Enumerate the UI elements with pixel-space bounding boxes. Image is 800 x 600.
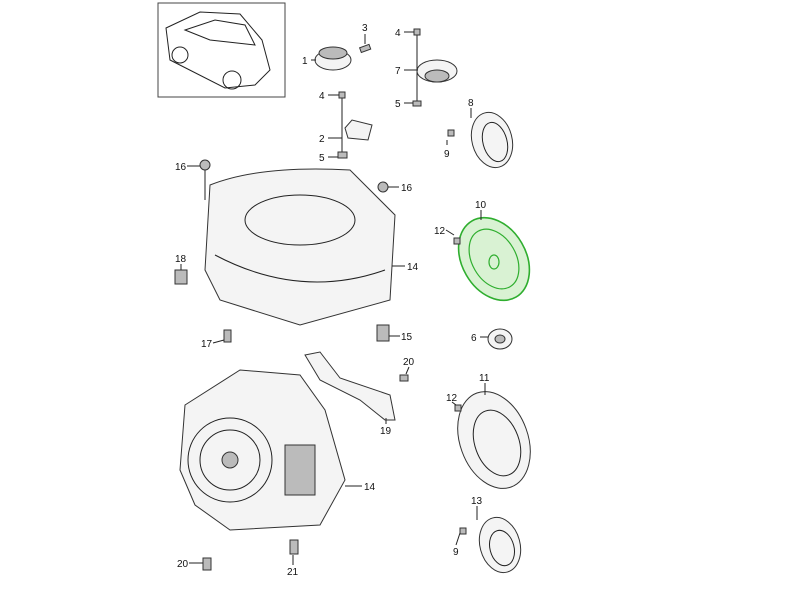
leader-lines — [180, 31, 488, 565]
callout-16b[interactable]: 16 — [401, 183, 413, 194]
callout-2[interactable]: 2 — [319, 134, 325, 145]
callout-11[interactable]: 11 — [479, 373, 490, 384]
callout-labels: 1 3 4 7 5 8 4 2 5 9 16 16 10 12 18 14 15… — [175, 23, 490, 578]
subwoofer-enclosure[interactable] — [174, 159, 396, 343]
part-11-speaker[interactable] — [445, 381, 543, 498]
callout-16[interactable]: 16 — [175, 162, 187, 173]
part-13-speaker[interactable] — [459, 513, 527, 577]
callout-17[interactable]: 17 — [201, 339, 213, 350]
subwoofer-amplifier[interactable] — [179, 369, 346, 571]
callout-7[interactable]: 7 — [395, 66, 401, 77]
callout-4b[interactable]: 4 — [319, 91, 325, 102]
part-8-speaker[interactable] — [447, 108, 519, 172]
part-2-module[interactable] — [337, 91, 373, 159]
callout-1[interactable]: 1 — [302, 56, 308, 67]
callout-21[interactable]: 21 — [287, 567, 299, 578]
callout-14[interactable]: 14 — [407, 262, 419, 273]
callout-9b[interactable]: 9 — [453, 547, 459, 558]
callout-6[interactable]: 6 — [471, 333, 477, 344]
part-10-speaker-highlighted[interactable] — [444, 205, 543, 313]
part-1-tweeter[interactable] — [314, 46, 352, 71]
part-3-clip[interactable] — [358, 43, 372, 54]
callout-18[interactable]: 18 — [175, 254, 187, 265]
callout-20[interactable]: 20 — [403, 357, 415, 368]
part-19-bracket[interactable] — [304, 351, 409, 421]
part-7-speaker[interactable] — [412, 28, 458, 107]
callout-4[interactable]: 4 — [395, 28, 401, 39]
callout-20b[interactable]: 20 — [177, 559, 189, 570]
callout-9[interactable]: 9 — [444, 149, 450, 160]
callout-19[interactable]: 19 — [380, 426, 392, 437]
callout-13[interactable]: 13 — [471, 496, 483, 507]
callout-14b[interactable]: 14 — [364, 482, 376, 493]
callout-8[interactable]: 8 — [468, 98, 474, 109]
callout-5b[interactable]: 5 — [319, 153, 325, 164]
part-6-tweeter[interactable] — [487, 328, 513, 350]
vehicle-thumbnail[interactable] — [157, 2, 286, 98]
callout-10[interactable]: 10 — [475, 200, 487, 211]
callout-5[interactable]: 5 — [395, 99, 401, 110]
callout-12[interactable]: 12 — [434, 226, 446, 237]
callout-12b[interactable]: 12 — [446, 393, 458, 404]
callout-15[interactable]: 15 — [401, 332, 413, 343]
callout-3[interactable]: 3 — [362, 23, 368, 34]
